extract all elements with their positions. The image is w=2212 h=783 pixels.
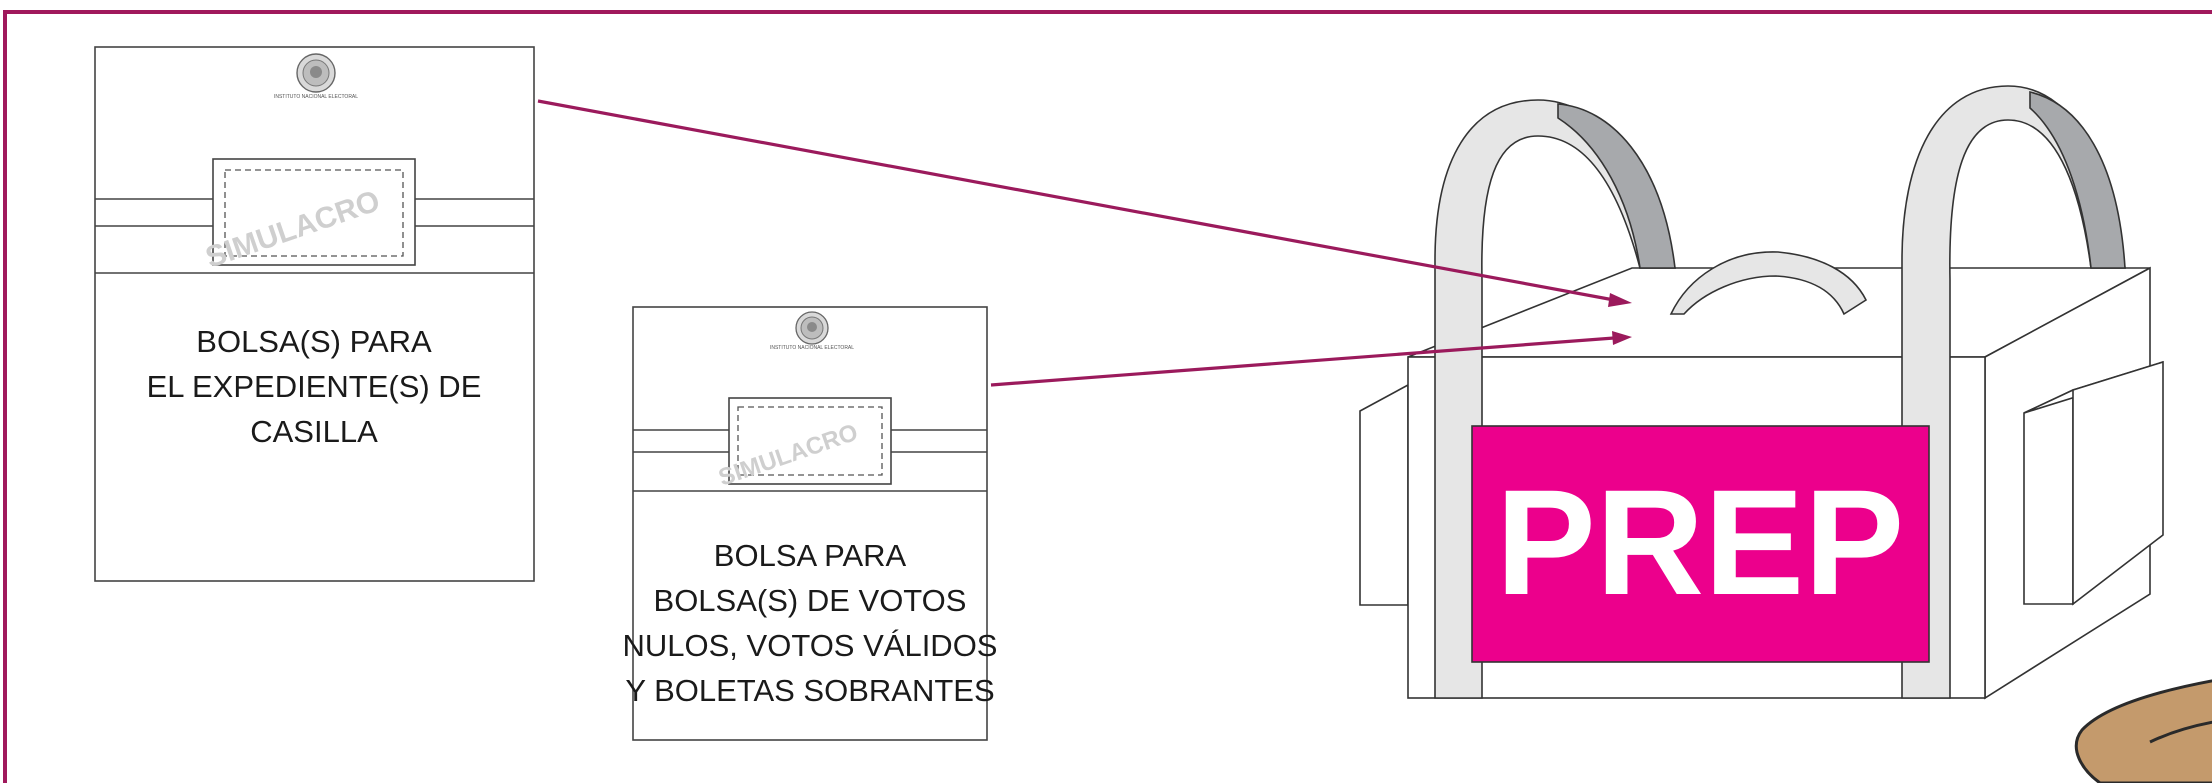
prep-package: PREP — [1359, 85, 2164, 700]
prep-label: PREP — [1496, 458, 1904, 626]
envelope-1-line-3: CASILLA — [250, 414, 378, 449]
arrows — [537, 99, 1632, 387]
emblem-caption: INSTITUTO NACIONAL ELECTORAL — [770, 345, 854, 351]
envelope-2-window — [728, 397, 892, 485]
envelope-expediente-casilla: INSTITUTO NACIONAL ELECTORAL SIMULACRO B… — [94, 46, 535, 582]
left-side-pocket — [1359, 383, 1409, 606]
envelope-1-window — [212, 158, 416, 266]
diagram-frame — [3, 10, 2212, 783]
envelope-2-body — [632, 306, 988, 741]
arrowhead-1 — [1608, 293, 1632, 307]
envelope-votos-boletas: INSTITUTO NACIONAL ELECTORAL SIMULACRO B… — [623, 306, 998, 741]
envelope-1-line-1: BOLSA(S) PARA — [196, 324, 432, 359]
right-strap-inner — [2029, 90, 2126, 269]
envelope-2-line-1: BOLSA PARA — [714, 538, 907, 573]
prep-label-box — [1471, 425, 1930, 663]
arrow-envelope-2-to-package — [990, 336, 1615, 387]
envelope-2-line-4: Y BOLETAS SOBRANTES — [625, 673, 994, 708]
envelope-2-label-area — [737, 406, 883, 476]
top-handle-icon — [1669, 251, 1868, 316]
arrowhead-2 — [1612, 331, 1632, 345]
right-pocket-front — [2023, 388, 2074, 605]
emblem-caption: INSTITUTO NACIONAL ELECTORAL — [274, 94, 358, 100]
arrow-envelope-1-to-package — [537, 99, 1615, 302]
left-strap-inner — [1557, 103, 1676, 269]
envelope-1-line-2: EL EXPEDIENTE(S) DE — [147, 369, 482, 404]
envelope-1-body — [94, 46, 535, 582]
envelope-1-label-area — [224, 169, 404, 257]
envelope-2-line-2: BOLSA(S) DE VOTOS — [654, 583, 967, 618]
emblem-icon — [296, 53, 336, 93]
envelope-2-line-3: NULOS, VOTOS VÁLIDOS — [623, 628, 998, 663]
hand-icon — [2074, 679, 2212, 783]
right-pocket-side — [2072, 360, 2164, 606]
emblem-icon — [795, 311, 829, 345]
